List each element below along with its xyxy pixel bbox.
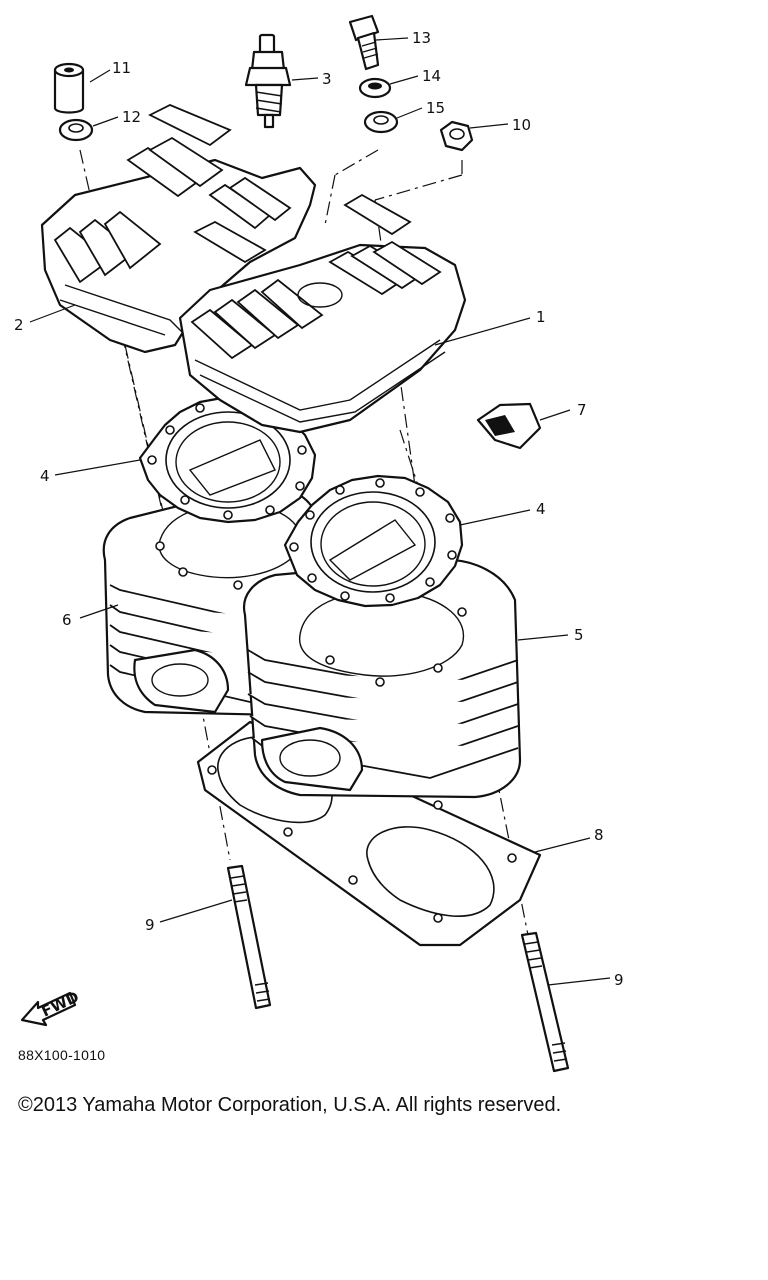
washer-12 xyxy=(58,118,94,142)
callout-13: 13 xyxy=(412,29,431,47)
callout-10: 10 xyxy=(512,116,531,134)
callout-4b: 4 xyxy=(536,500,546,518)
cylinder-head-left xyxy=(40,104,317,354)
callout-11: 11 xyxy=(112,59,131,77)
cylinder-right xyxy=(242,558,522,799)
callouts: 1 2 3 4 4 5 6 7 8 9 9 10 11 12 13 14 15 xyxy=(14,29,624,989)
bolt xyxy=(348,14,380,71)
copyright-notice: ©2013 Yamaha Motor Corporation, U.S.A. A… xyxy=(18,1094,562,1116)
nut xyxy=(439,120,474,152)
washer-15 xyxy=(363,110,399,134)
callout-8: 8 xyxy=(594,826,604,844)
stud-left xyxy=(226,864,272,1010)
spark-plug xyxy=(244,33,292,129)
callout-1: 1 xyxy=(536,308,546,326)
leader-lines xyxy=(29,37,611,986)
callout-6: 6 xyxy=(62,611,72,629)
callout-5: 5 xyxy=(574,626,584,644)
washer-14 xyxy=(358,77,392,99)
fwd-label: FWD xyxy=(39,988,82,1021)
head-gasket-left xyxy=(138,396,317,524)
stud-right xyxy=(520,931,570,1073)
callout-15: 15 xyxy=(426,99,445,117)
head-gasket-right xyxy=(283,474,464,608)
spacer xyxy=(53,62,85,114)
cylinder-head-right xyxy=(178,193,467,434)
rubber-mount xyxy=(476,402,542,450)
callout-12: 12 xyxy=(122,108,141,126)
callout-2: 2 xyxy=(14,316,24,334)
callout-9b: 9 xyxy=(614,971,624,989)
callout-4a: 4 xyxy=(40,467,50,485)
callout-9a: 9 xyxy=(145,916,155,934)
callout-14: 14 xyxy=(422,67,441,85)
callout-7: 7 xyxy=(577,401,587,419)
exploded-parts-diagram: FWD 1 2 3 4 4 5 6 7 8 9 9 10 11 12 xyxy=(14,14,624,1073)
callout-3: 3 xyxy=(322,70,332,88)
diagram-reference-code: 88X100-1010 xyxy=(18,1047,106,1063)
forward-arrow-icon: FWD xyxy=(20,988,82,1027)
